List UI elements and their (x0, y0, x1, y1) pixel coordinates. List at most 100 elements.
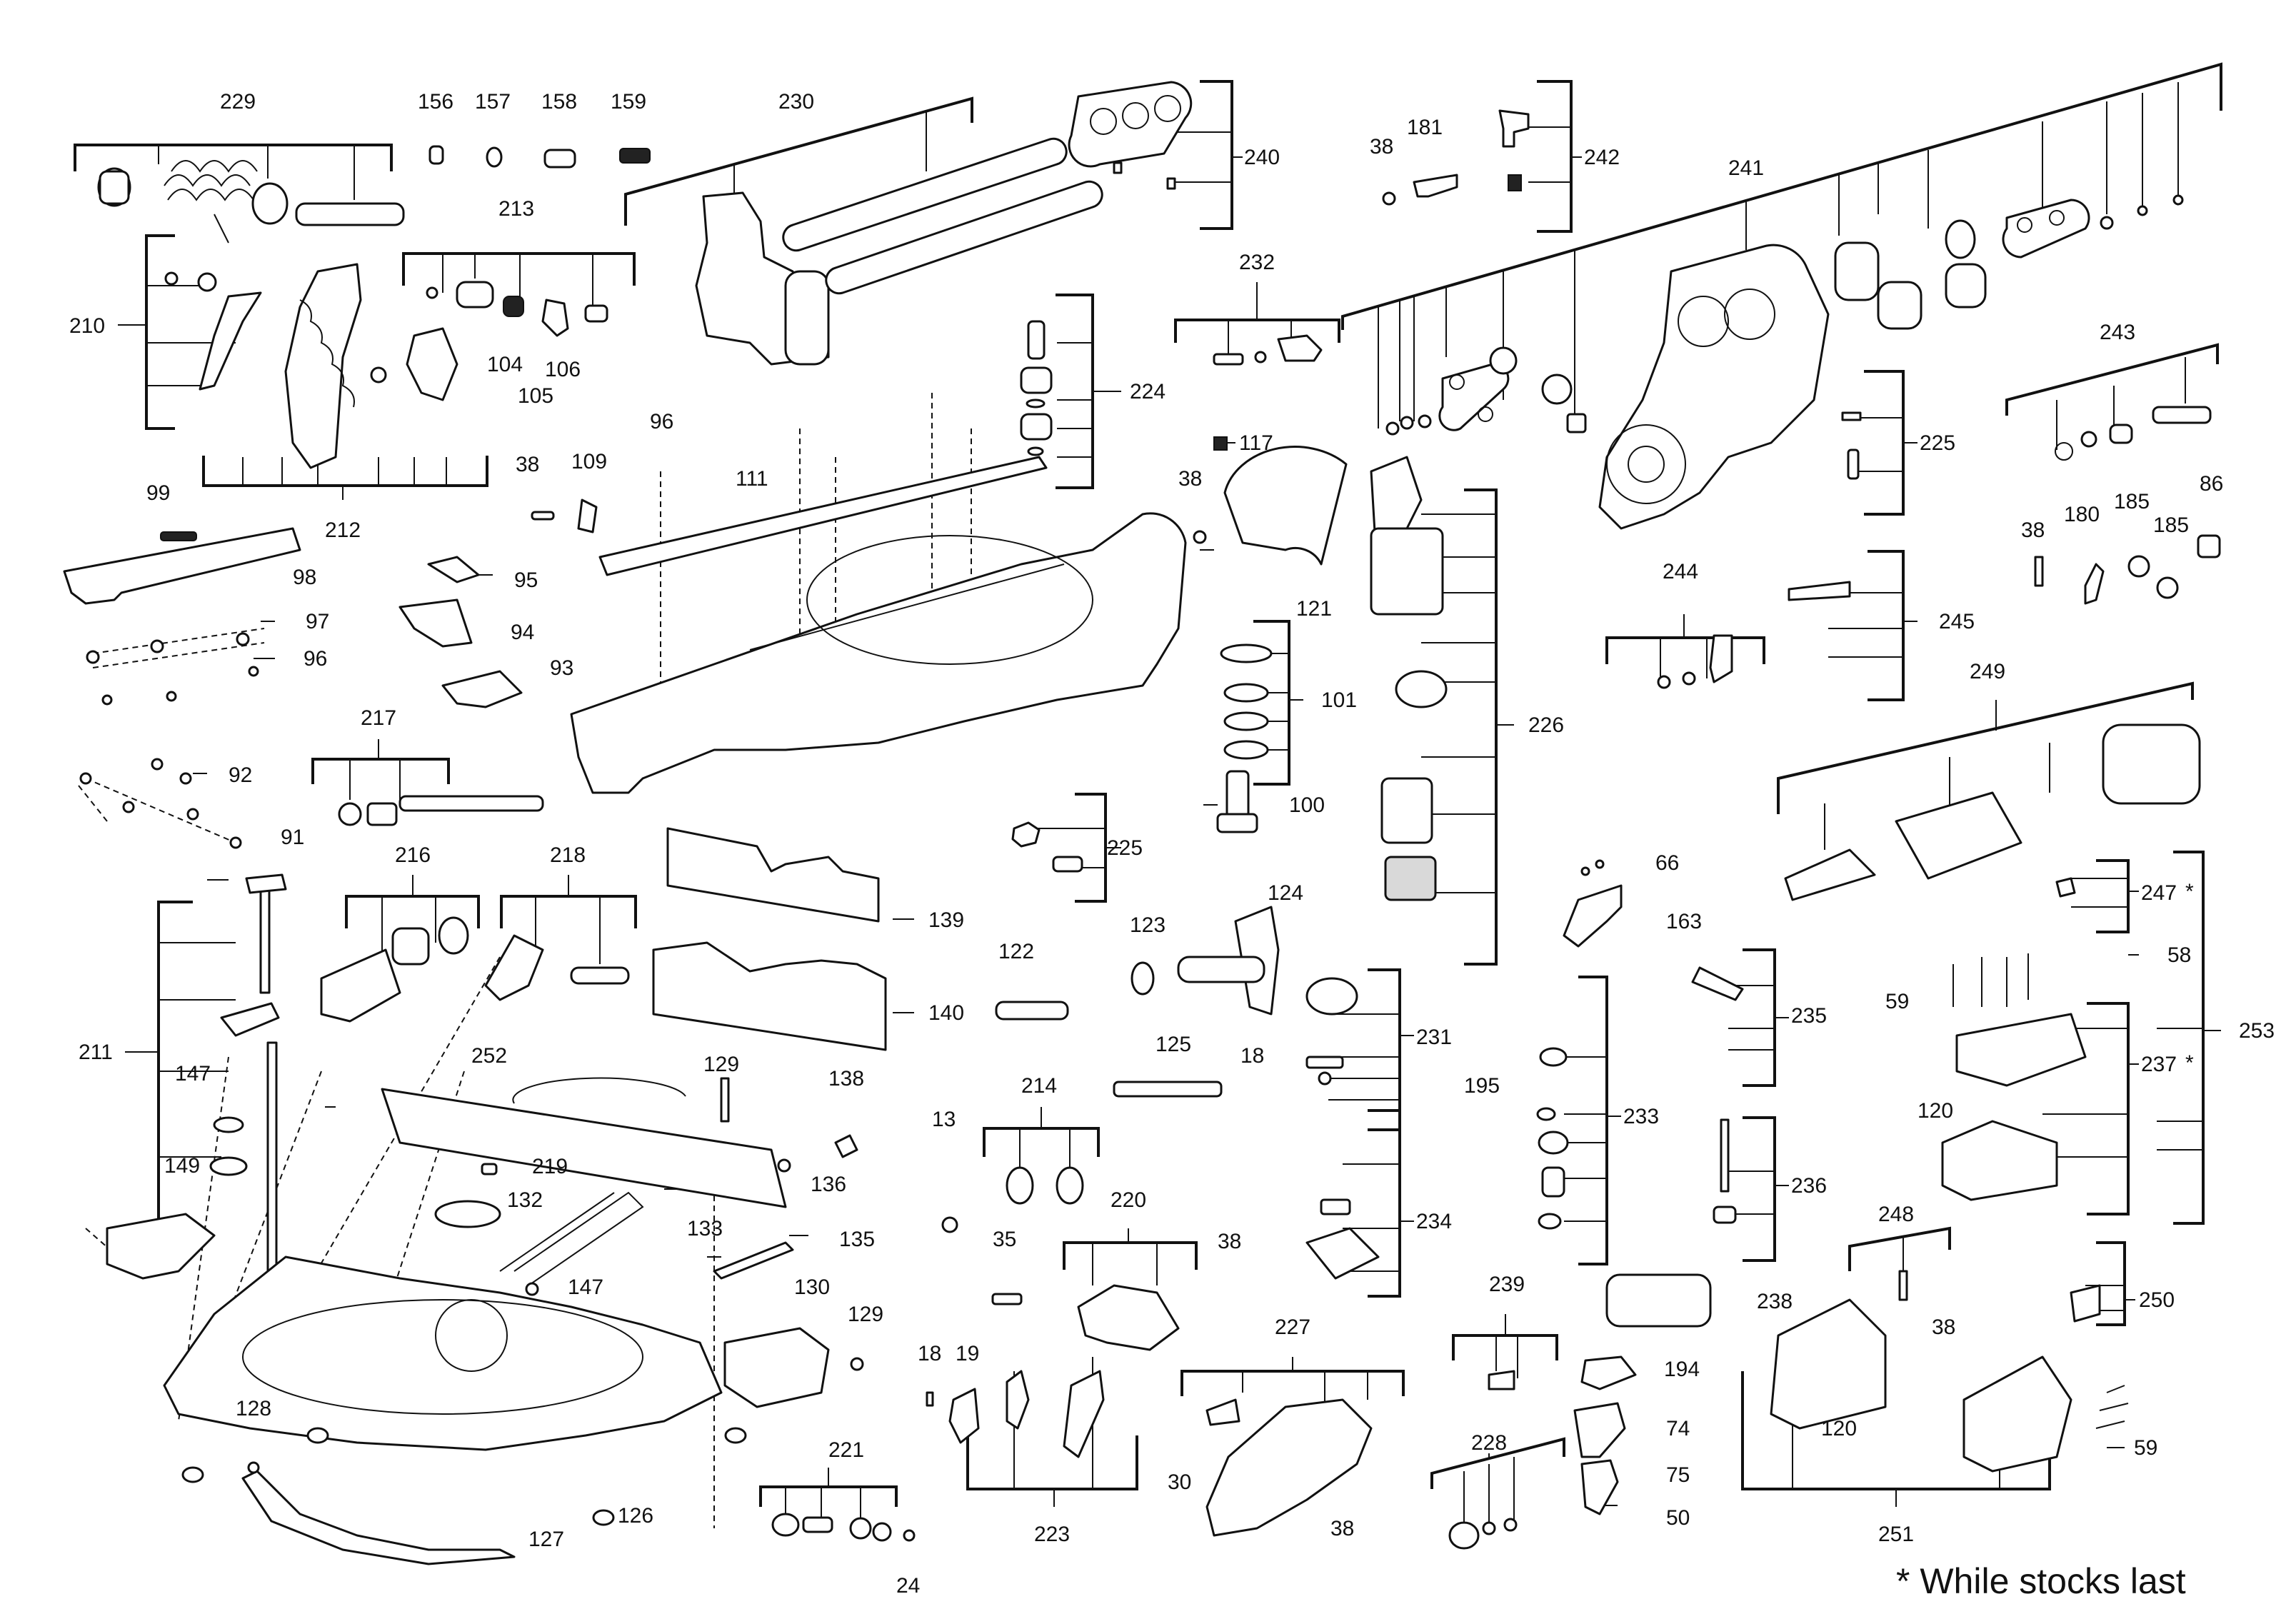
label-109: 109 (571, 450, 607, 473)
label-248: 248 (1878, 1203, 1914, 1226)
label-185-a: 185 (2114, 490, 2150, 513)
label-233: 233 (1623, 1105, 1659, 1128)
label-214: 214 (1021, 1074, 1057, 1098)
label-181: 181 (1407, 116, 1443, 139)
label-123: 123 (1130, 913, 1165, 937)
label-50: 50 (1666, 1506, 1690, 1530)
label-243: 243 (2100, 321, 2135, 344)
label-247: 247 (2141, 881, 2177, 905)
label-237-star: * (2185, 1051, 2194, 1075)
label-180: 180 (2064, 503, 2100, 526)
label-124: 124 (1268, 881, 1303, 905)
label-213: 213 (498, 197, 534, 221)
label-38-b: 38 (1178, 467, 1202, 491)
label-35: 35 (993, 1228, 1016, 1251)
label-159: 159 (611, 90, 646, 114)
label-120-a: 120 (1917, 1099, 1953, 1123)
label-59-b: 59 (2134, 1436, 2157, 1460)
label-97: 97 (306, 610, 329, 633)
label-18-a: 18 (1240, 1044, 1264, 1068)
label-234: 234 (1416, 1210, 1452, 1233)
label-139: 139 (928, 908, 964, 932)
label-93: 93 (550, 656, 573, 680)
label-38-d: 38 (516, 453, 539, 476)
label-136: 136 (811, 1173, 846, 1196)
label-66: 66 (1655, 851, 1679, 875)
label-225-b: 225 (1107, 836, 1143, 860)
label-127: 127 (528, 1528, 564, 1551)
label-96-b: 96 (304, 647, 327, 671)
label-129-b: 129 (848, 1303, 883, 1326)
label-58: 58 (2167, 943, 2191, 967)
label-223: 223 (1034, 1523, 1070, 1546)
label-229: 229 (220, 90, 256, 114)
label-156: 156 (418, 90, 453, 114)
label-96-a: 96 (650, 410, 673, 433)
label-86: 86 (2200, 472, 2223, 496)
label-210: 210 (69, 314, 105, 338)
label-249: 249 (1970, 660, 2005, 683)
label-132: 132 (507, 1188, 543, 1212)
label-250: 250 (2139, 1288, 2175, 1312)
label-129-a: 129 (703, 1053, 739, 1076)
label-59-a: 59 (1885, 990, 1909, 1013)
label-185-b: 185 (2153, 513, 2189, 537)
label-237: 237 (2141, 1053, 2177, 1076)
label-13: 13 (932, 1108, 956, 1131)
label-224: 224 (1130, 380, 1165, 404)
label-38-g: 38 (1330, 1517, 1354, 1540)
label-195: 195 (1464, 1074, 1500, 1098)
label-225-a: 225 (1920, 431, 1955, 455)
label-92: 92 (229, 763, 252, 787)
label-104: 104 (487, 353, 523, 376)
label-218: 218 (550, 843, 586, 867)
label-226: 226 (1528, 713, 1564, 737)
label-126: 126 (618, 1504, 653, 1528)
label-220: 220 (1111, 1188, 1146, 1212)
brackets (74, 62, 2222, 1535)
label-75: 75 (1666, 1463, 1690, 1487)
label-244: 244 (1663, 560, 1698, 583)
label-94: 94 (511, 621, 534, 644)
label-128: 128 (236, 1397, 271, 1420)
label-19: 19 (956, 1342, 979, 1365)
label-157: 157 (475, 90, 511, 114)
label-211: 211 (79, 1041, 113, 1064)
label-242: 242 (1584, 146, 1620, 169)
label-163: 163 (1666, 910, 1702, 933)
label-18-b: 18 (918, 1342, 941, 1365)
label-232: 232 (1239, 251, 1275, 274)
label-38-c: 38 (2021, 518, 2045, 542)
label-101: 101 (1321, 688, 1357, 712)
label-122: 122 (998, 940, 1034, 963)
label-219: 219 (532, 1155, 568, 1178)
label-38-a: 38 (1370, 135, 1393, 159)
label-120-b: 120 (1821, 1417, 1857, 1440)
label-247-star: * (2185, 880, 2194, 903)
label-228: 228 (1471, 1431, 1507, 1455)
label-235: 235 (1791, 1004, 1827, 1028)
footnote: * While stocks last (1896, 1561, 2186, 1601)
label-158: 158 (541, 90, 577, 114)
label-253: 253 (2239, 1019, 2275, 1043)
label-138: 138 (828, 1067, 864, 1091)
label-100: 100 (1289, 793, 1325, 817)
label-227: 227 (1275, 1315, 1310, 1339)
label-130: 130 (794, 1275, 830, 1299)
label-147-b: 147 (568, 1275, 603, 1299)
label-105: 105 (518, 384, 553, 408)
label-221: 221 (828, 1438, 864, 1462)
label-212: 212 (325, 518, 361, 542)
label-216: 216 (395, 843, 431, 867)
label-133: 133 (687, 1217, 723, 1240)
label-149: 149 (164, 1154, 200, 1178)
label-38-e: 38 (1218, 1230, 1241, 1253)
label-245: 245 (1939, 610, 1975, 633)
label-125: 125 (1155, 1033, 1191, 1056)
label-251: 251 (1878, 1523, 1914, 1546)
label-240: 240 (1244, 146, 1280, 169)
label-194: 194 (1664, 1358, 1700, 1381)
label-238: 238 (1757, 1290, 1793, 1313)
label-230: 230 (778, 90, 814, 114)
